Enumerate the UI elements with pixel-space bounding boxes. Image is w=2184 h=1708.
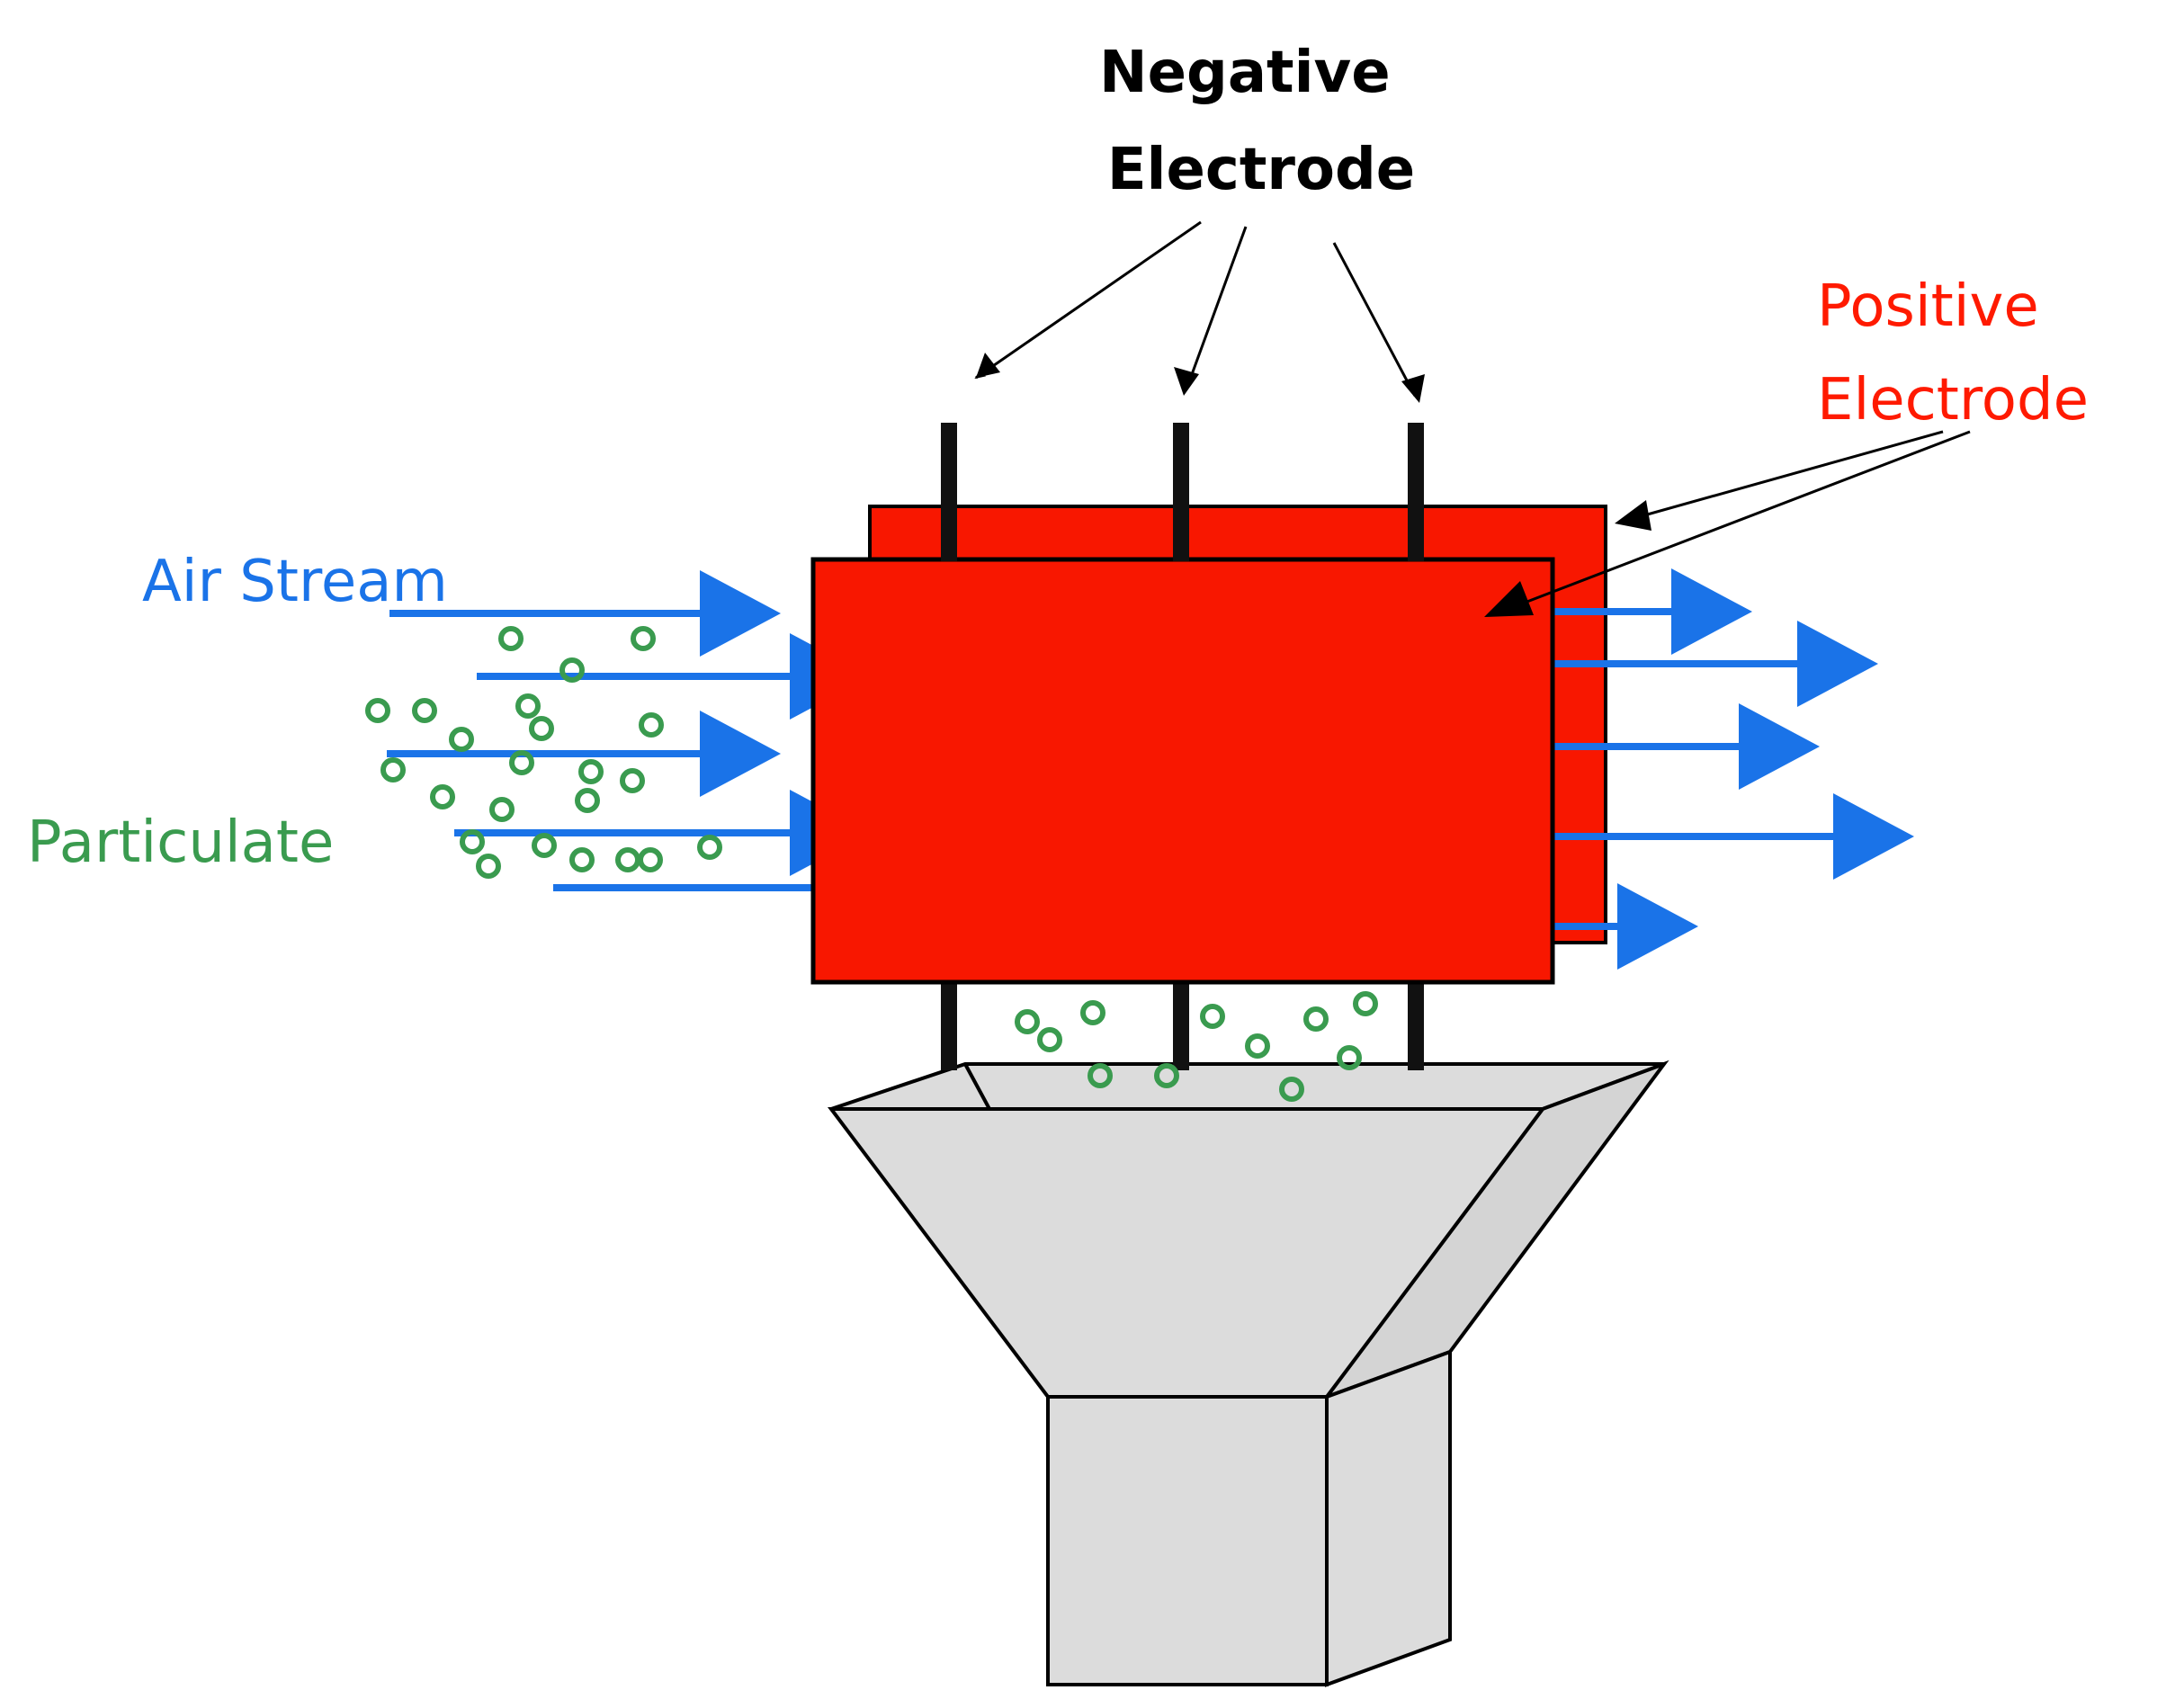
- air-stream-label: Air Stream: [142, 549, 448, 615]
- particle: [489, 797, 515, 822]
- pointer-arrow: [1512, 430, 1971, 609]
- particle: [412, 698, 437, 723]
- particle: [380, 757, 406, 782]
- particle: [529, 716, 554, 741]
- outgoing-air-arrows: [1547, 568, 1914, 970]
- hopper-inner-edge: [963, 1063, 991, 1110]
- particle: [639, 712, 664, 738]
- particle: [1154, 1063, 1179, 1088]
- positive-electrode-label: Positive Electrode: [1817, 273, 2089, 434]
- hopper-outlet-side: [1325, 1349, 1452, 1687]
- pointer-arrow: [974, 220, 1202, 380]
- positive-electrode-plate-front: [810, 557, 1555, 985]
- particle: [460, 829, 485, 854]
- particle: [638, 847, 663, 872]
- particle: [1200, 1004, 1225, 1029]
- air-arrow-in: [389, 570, 781, 657]
- collection-hopper: [827, 1060, 1669, 1687]
- air-arrow-out: [1547, 621, 1878, 707]
- negative-electrode-label: Negative Electrode: [1099, 40, 1415, 203]
- particle: [476, 854, 501, 879]
- particle: [515, 693, 541, 719]
- positive-electrode-label-line1: Positive: [1817, 273, 2039, 340]
- particle: [1279, 1077, 1304, 1102]
- particle: [631, 626, 656, 651]
- particle: [532, 833, 557, 858]
- pointer-arrow: [1627, 430, 1944, 522]
- hopper-back-rim: [830, 1062, 1665, 1111]
- negative-electrode-label-line1: Negative: [1099, 40, 1391, 106]
- pointer-arrow: [1332, 242, 1417, 397]
- particle: [365, 698, 390, 723]
- particle: [1088, 1063, 1113, 1088]
- particle: [430, 784, 455, 809]
- particulate-label: Particulate: [27, 809, 334, 876]
- positive-electrode-pointers: [1484, 430, 1971, 617]
- hopper-outlet-front: [1046, 1395, 1329, 1686]
- negative-electrode-wire-tops: [941, 423, 1424, 561]
- particle: [575, 788, 600, 813]
- negative-electrode-pointers: [974, 220, 1425, 403]
- air-arrow-out: [1547, 883, 1698, 970]
- air-arrow-out: [1547, 793, 1914, 880]
- particle: [1245, 1033, 1270, 1059]
- air-arrow-in: [387, 711, 781, 797]
- particle: [449, 727, 474, 752]
- particle: [1015, 1009, 1040, 1034]
- particle: [1037, 1027, 1062, 1052]
- particulate-incoming: [365, 626, 722, 879]
- particle: [559, 657, 585, 683]
- particle: [697, 835, 722, 860]
- pointer-arrow: [1186, 226, 1248, 388]
- particle: [578, 759, 604, 784]
- air-arrow-out: [1547, 568, 1752, 655]
- particle: [498, 626, 524, 651]
- particle: [1080, 1000, 1105, 1025]
- particle: [1303, 1006, 1329, 1032]
- particle: [615, 847, 640, 872]
- particle: [569, 847, 595, 872]
- positive-electrode-label-line2: Electrode: [1817, 367, 2089, 434]
- particle: [1337, 1045, 1362, 1070]
- particle: [509, 750, 534, 775]
- particulate-collected: [1015, 991, 1378, 1102]
- particle: [1353, 991, 1378, 1016]
- particle: [620, 768, 645, 793]
- air-arrow-out: [1547, 703, 1820, 790]
- negative-electrode-label-line2: Electrode: [1107, 137, 1415, 203]
